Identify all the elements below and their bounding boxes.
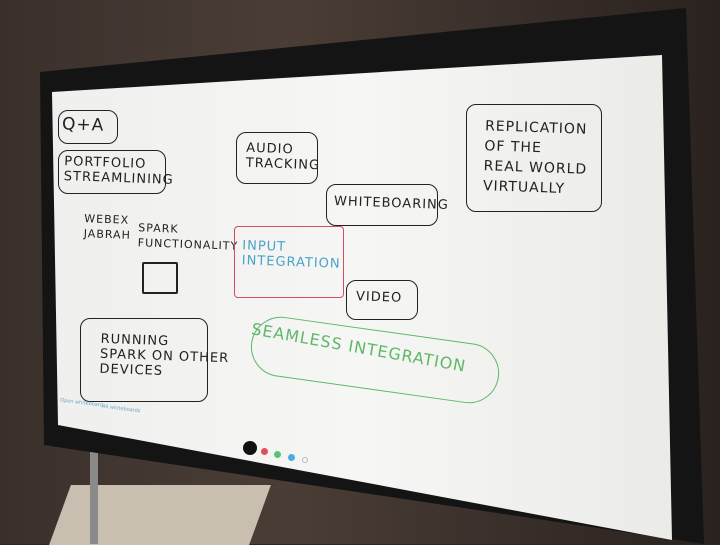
audio-text: AUDIO TRACKING <box>245 140 321 174</box>
pen-green[interactable] <box>274 451 281 458</box>
qa-box <box>58 110 118 144</box>
eraser-icon[interactable] <box>302 457 308 463</box>
audio-box <box>236 132 318 184</box>
portfolio-box <box>58 150 166 194</box>
video-box <box>346 280 418 320</box>
replication-text: REPLICATION OF THE REAL WORLD VIRTUALLY <box>482 118 588 198</box>
webex-jabra-text: WEBEX JABRAH <box>83 212 132 242</box>
qa-text: Q+A <box>61 114 105 136</box>
table <box>49 485 271 545</box>
running-text: RUNNING SPARK ON OTHER DEVICES <box>99 331 230 379</box>
video-text: VIDEO <box>355 289 403 306</box>
pen-blue[interactable] <box>288 454 295 461</box>
pen-red[interactable] <box>261 448 268 455</box>
running-box <box>80 318 208 402</box>
whiteboarding-box <box>326 184 438 226</box>
input-box <box>234 226 344 298</box>
pen-black[interactable] <box>243 441 257 455</box>
device-sketch <box>142 262 178 294</box>
spark-text: SPARK FUNCTIONALITY <box>137 221 239 253</box>
display-stand <box>90 450 98 544</box>
replication-box <box>466 104 602 212</box>
portfolio-text: PORTFOLIO STREAMLINING <box>63 154 174 188</box>
input-text: INPUT INTEGRATION <box>241 238 341 272</box>
